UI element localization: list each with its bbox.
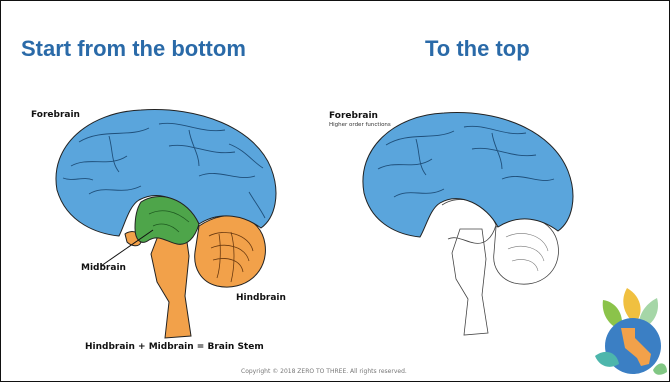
brain-diagram-colored	[49, 106, 289, 351]
forebrain-label-left: Forebrain	[31, 110, 80, 120]
midbrain-label: Midbrain	[81, 263, 126, 273]
copyright-notice: Copyright © 2018 ZERO TO THREE. All righ…	[241, 368, 407, 375]
brain-diagram-forebrain	[356, 109, 586, 349]
forebrain-label-right: Forebrain	[329, 111, 378, 121]
california-leaf-logo	[591, 286, 669, 378]
slide-title-right: To the top	[425, 36, 530, 62]
slide-title-left: Start from the bottom	[21, 36, 246, 62]
brain-stem-equation: Hindbrain + Midbrain = Brain Stem	[85, 342, 264, 352]
forebrain-region-highlight	[363, 113, 573, 237]
forebrain-sublabel: Higher order functions	[329, 122, 391, 128]
hindbrain-label: Hindbrain	[236, 293, 286, 303]
